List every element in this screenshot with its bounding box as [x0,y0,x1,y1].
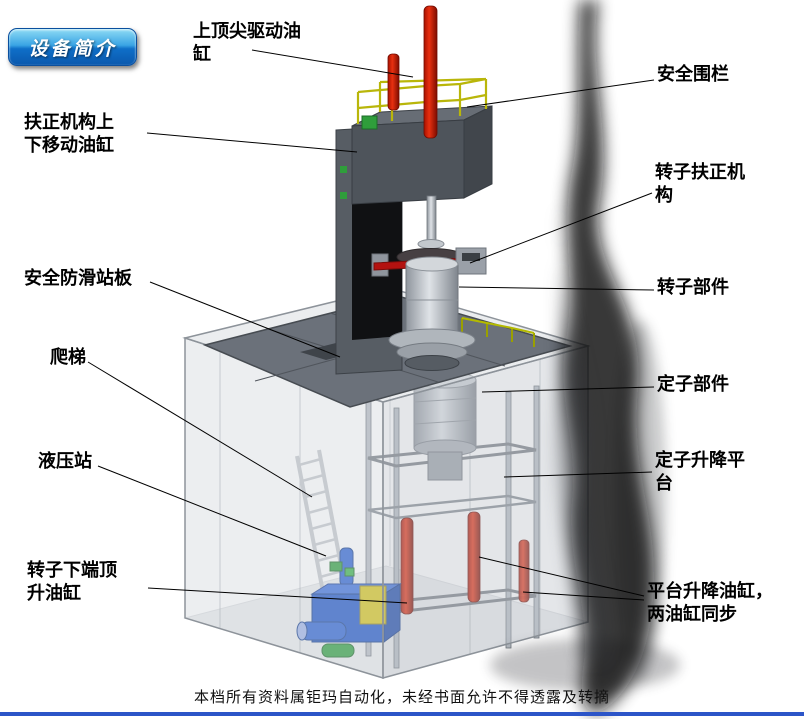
leader-lines [87,49,655,604]
title-badge-label: 设备简介 [28,38,117,60]
top-drive-cylinder-rods [387,5,438,139]
plate-edge-railing [461,317,535,347]
bottom-divider [0,712,804,716]
label-ladder: 爬梯 [50,347,86,367]
label-rotor-centering: 转子扶正机 构 [655,162,745,206]
rotor-assembly [371,195,487,371]
head-box [351,105,493,205]
smoke-artifact [490,0,680,713]
stator-lift-frame [365,385,540,669]
copyright-watermark: 本档所有资料属钜玛自动化，未经书面允许不得透露及转摘 [193,690,610,706]
label-stator-part: 定子部件 [657,374,729,394]
label-safety-fence: 安全围栏 [657,64,729,84]
label-top-tip-cylinder: 上顶尖驱动油 缸 [193,21,301,65]
lift-cylinders [400,511,530,615]
label-rotor-part: 转子部件 [657,277,729,297]
label-centering-cylinder: 扶正机构上 下移动油缸 [24,112,114,156]
label-hydraulic-station: 液压站 [38,451,92,471]
hydraulic-unit-3d [296,547,402,658]
label-stator-lift-platform: 定子升降平 台 [655,450,745,494]
label-rotor-jack-cylinder: 转子下端顶 升油缸 [27,560,117,604]
title-badge: 设备简介 [8,28,137,66]
label-platform-lift-cylinders: 平台升降油缸， 两油缸同步 [647,581,773,625]
label-antislip-plate: 安全防滑站板 [24,268,132,288]
